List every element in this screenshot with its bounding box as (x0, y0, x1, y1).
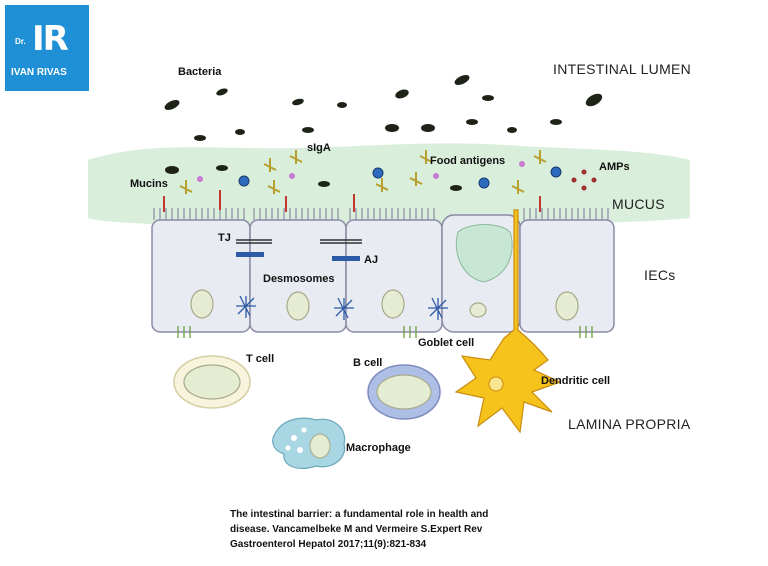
tj-label: TJ (218, 232, 231, 244)
b-cell-nucleus (376, 374, 432, 410)
mucus-label: MUCUS (612, 196, 665, 212)
aj-label: AJ (364, 254, 379, 266)
caption-line-1: The intestinal barrier: a fundamental ro… (230, 509, 489, 520)
blue-particles (238, 166, 562, 189)
iecs-label: IECs (644, 267, 676, 283)
nuclei (190, 289, 579, 321)
amps (571, 169, 597, 191)
t-cell-label: T cell (246, 353, 275, 365)
logo-name: IVAN RIVAS (11, 67, 67, 78)
dendritic-nucleus (488, 376, 504, 392)
goblet-cell-label: Goblet cell (418, 337, 475, 349)
receptors (177, 326, 593, 338)
desmosomes (236, 295, 448, 320)
siga-label: sIgA (307, 142, 331, 154)
citation-caption: The intestinal barrier: a fundamental ro… (230, 507, 540, 552)
desmosomes-label: Desmosomes (263, 273, 335, 285)
mucins-label: Mucins (130, 178, 168, 190)
mucins (163, 190, 541, 212)
caption-line-2: disease. Vancamelbeke M and Vermeire S.E… (230, 524, 483, 535)
macrophage-vesicles (285, 427, 307, 453)
amps-label: AMPs (599, 161, 630, 173)
b-cell-label: B cell (353, 357, 383, 369)
food-antigens-label: Food antigens (430, 155, 506, 167)
macrophage-nucleus (309, 433, 331, 459)
tight-junctions (236, 239, 362, 244)
dendritic-cell-label: Dendritic cell (541, 375, 611, 387)
lamina-propria-label: LAMINA PROPRIA (568, 416, 691, 432)
pink-particles (197, 161, 525, 182)
logo-initials: IR (32, 19, 69, 59)
microvilli (153, 208, 609, 220)
t-cell-nucleus (183, 364, 241, 400)
antigens (179, 150, 547, 194)
bacteria-label: Bacteria (178, 66, 222, 78)
logo: Dr. IR IVAN RIVAS (5, 5, 89, 91)
iec-cell-4 (519, 219, 615, 333)
bacteria (164, 75, 603, 191)
macrophage-label: Macrophage (346, 442, 411, 454)
dendritic-cell (454, 209, 562, 434)
adherens-junctions (236, 252, 360, 261)
macrophage (272, 417, 346, 469)
goblet-granule (455, 224, 513, 283)
lumen-label: INTESTINAL LUMEN (553, 61, 692, 77)
logo-prefix: Dr. (15, 37, 26, 46)
caption-line-3: Gastroenterol Hepatol 2017;11(9):821-834 (230, 539, 427, 550)
